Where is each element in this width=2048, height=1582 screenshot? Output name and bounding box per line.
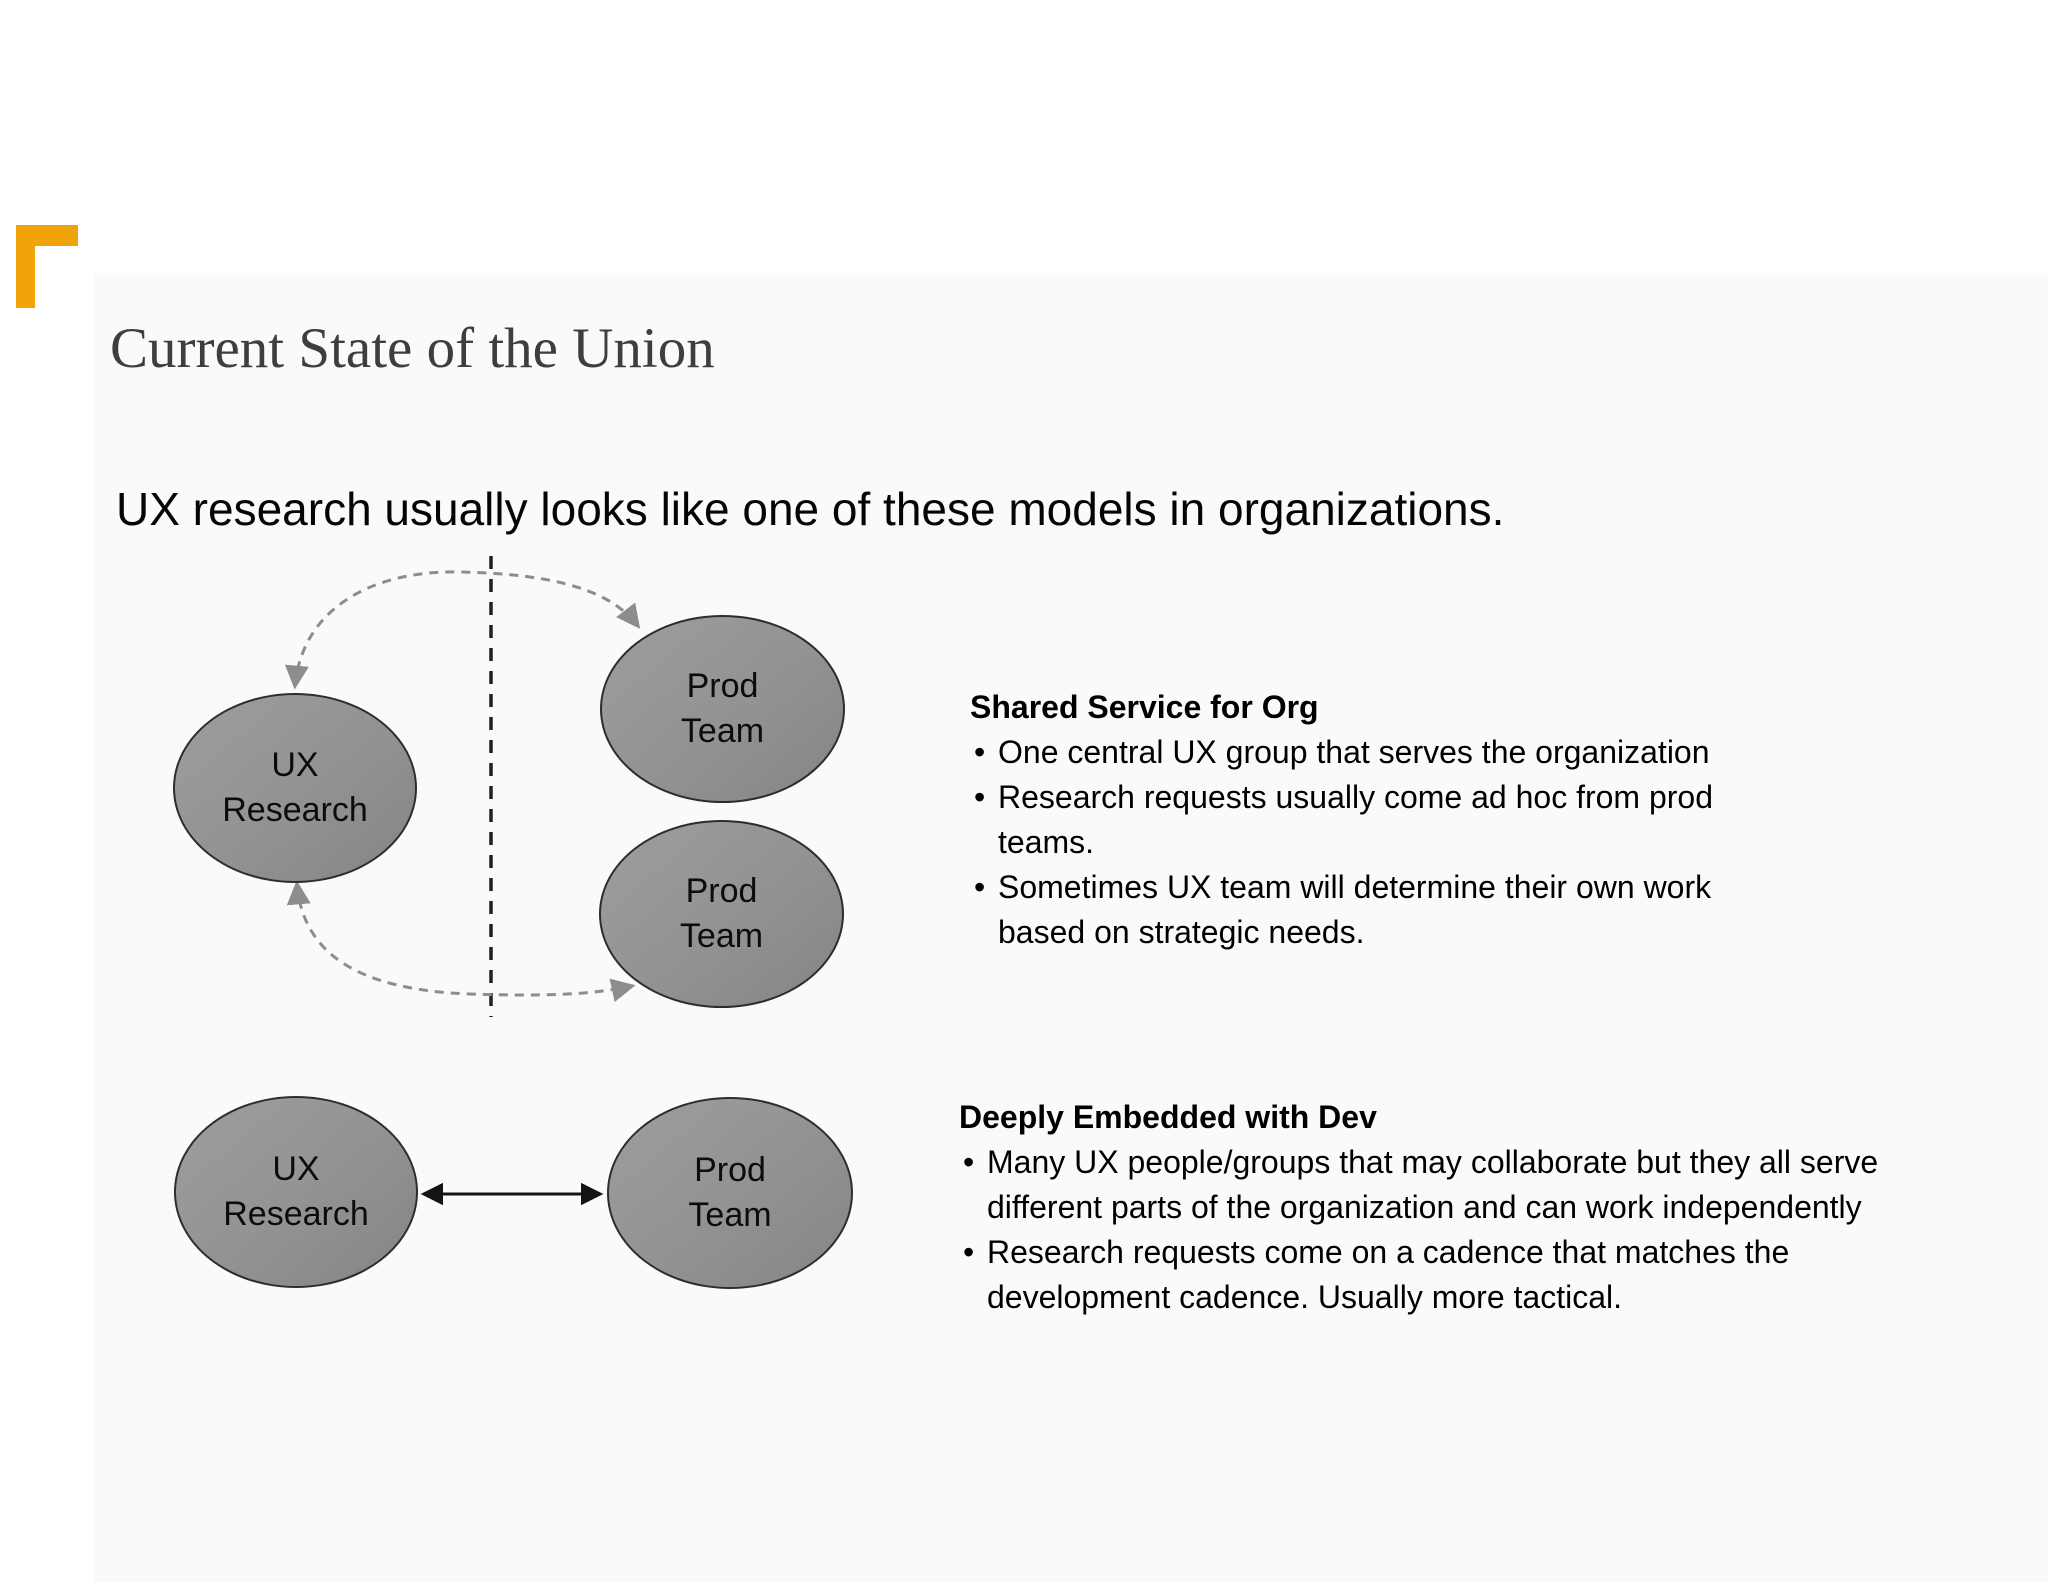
section-heading: Shared Service for Org <box>970 689 1319 725</box>
ellipse-ux-research-embedded: UX Research <box>174 1096 418 1288</box>
section-shared-service: Shared Service for Org • One central UX … <box>970 684 1980 955</box>
bullet-text: Sometimes UX team will determine their o… <box>998 869 1712 950</box>
ellipse-label: UX Research <box>222 746 368 829</box>
page-title: Current State of the Union <box>110 317 715 380</box>
bullet-marker: • <box>963 1234 975 1270</box>
bullet-marker: • <box>963 1144 975 1180</box>
bullet-item: • Research requests come on a cadence th… <box>959 1230 2045 1320</box>
bullet-text: Many UX people/groups that may collabora… <box>987 1144 1879 1225</box>
bullet-item: • Many UX people/groups that may collabo… <box>959 1140 2045 1230</box>
ellipse-label: Prod Team <box>688 1151 772 1234</box>
ellipse-prod-team-embedded: Prod Team <box>607 1097 853 1289</box>
ellipse-ux-research-shared: UX Research <box>173 693 417 883</box>
bullet-item: • Sometimes UX team will determine their… <box>970 865 1980 955</box>
bullet-item: • One central UX group that serves the o… <box>970 730 1980 775</box>
ellipse-label: Prod Team <box>679 872 764 955</box>
bullet-marker: • <box>974 734 986 770</box>
section-deeply-embedded: Deeply Embedded with Dev • Many UX peopl… <box>959 1094 2045 1320</box>
bullet-text: One central UX group that serves the org… <box>998 734 1710 770</box>
ellipse-prod-team-2: Prod Team <box>599 820 844 1008</box>
subtitle-text: UX research usually looks like one of th… <box>116 483 1505 535</box>
bullet-marker: • <box>974 779 986 815</box>
bullet-item: • Research requests usually come ad hoc … <box>970 775 1980 865</box>
accent-corner-bracket <box>16 225 78 308</box>
bullet-marker: • <box>974 869 986 905</box>
ellipse-prod-team-1: Prod Team <box>600 615 845 803</box>
bullet-text: Research requests come on a cadence that… <box>987 1234 1790 1315</box>
ellipse-label: Prod Team <box>680 667 765 750</box>
bullet-text: Research requests usually come ad hoc fr… <box>998 779 1714 860</box>
section-heading: Deeply Embedded with Dev <box>959 1099 1377 1135</box>
ellipse-label: UX Research <box>223 1150 369 1233</box>
